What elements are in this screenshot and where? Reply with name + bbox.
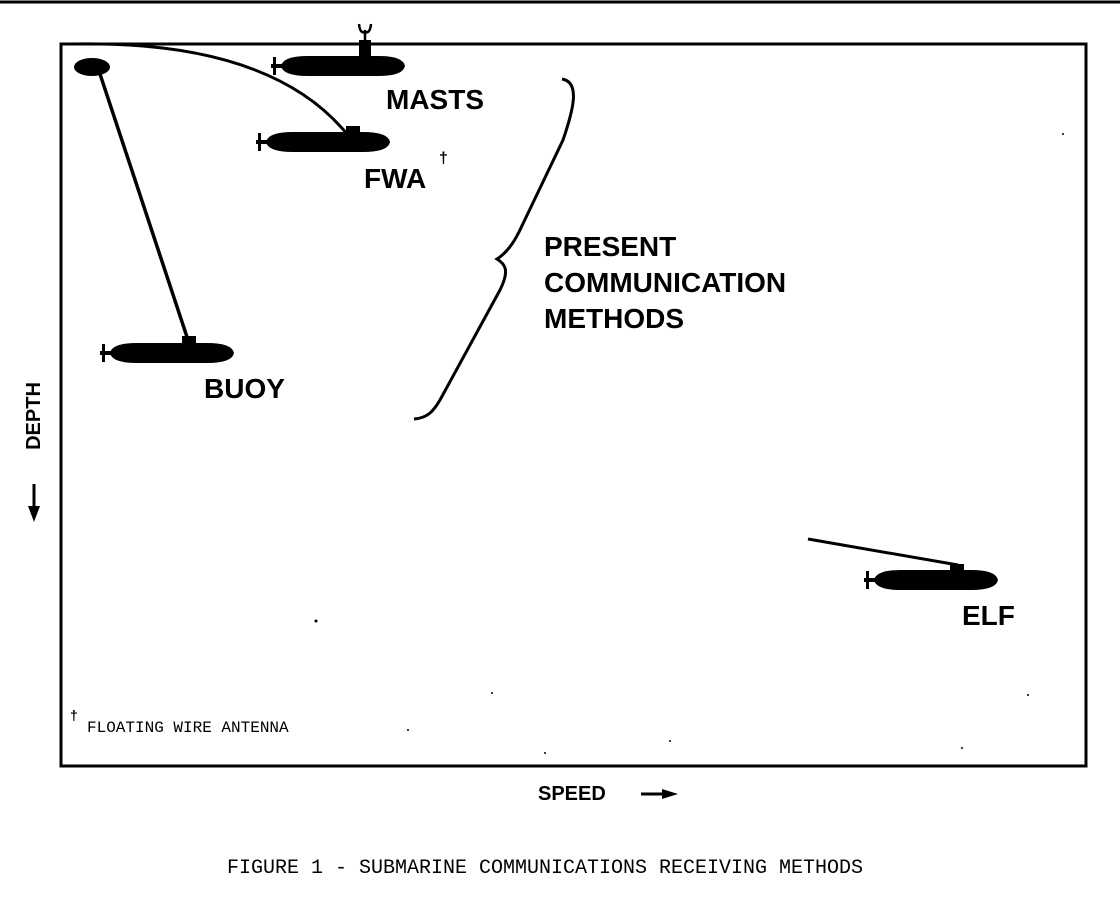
diagram-frame (59, 42, 1088, 768)
elf-submarine (864, 564, 998, 590)
figure-caption: FIGURE 1 - SUBMARINE COMMUNICATIONS RECE… (227, 857, 863, 880)
speed-arrow-icon (641, 789, 678, 799)
elf-antenna (807, 537, 959, 567)
masts-submarine (271, 23, 405, 76)
fwa-label: FWA (364, 163, 426, 194)
speed-axis-label: SPEED (538, 783, 606, 805)
footnote-text: FLOATING WIRE ANTENNA (87, 719, 289, 737)
masts-label: MASTS (386, 84, 484, 115)
fwa-dagger: † (439, 150, 448, 167)
depth-axis-label: DEPTH (23, 382, 45, 450)
present-label: PRESENT (544, 231, 676, 262)
buoy-cable (98, 73, 190, 341)
depth-arrow-icon (28, 484, 40, 522)
buoy-label: BUOY (204, 373, 285, 404)
footnote-dagger: † (70, 707, 78, 723)
elf-label: ELF (962, 600, 1015, 631)
floating-wire-antenna (71, 42, 349, 135)
buoy-submarine (100, 336, 234, 363)
present-methods-brace (413, 77, 575, 421)
communication-label: COMMUNICATION (544, 267, 786, 298)
methods-label: METHODS (544, 303, 684, 334)
scan-specks (314, 133, 1064, 754)
fwa-submarine (256, 126, 390, 152)
buoy-float (74, 58, 110, 76)
